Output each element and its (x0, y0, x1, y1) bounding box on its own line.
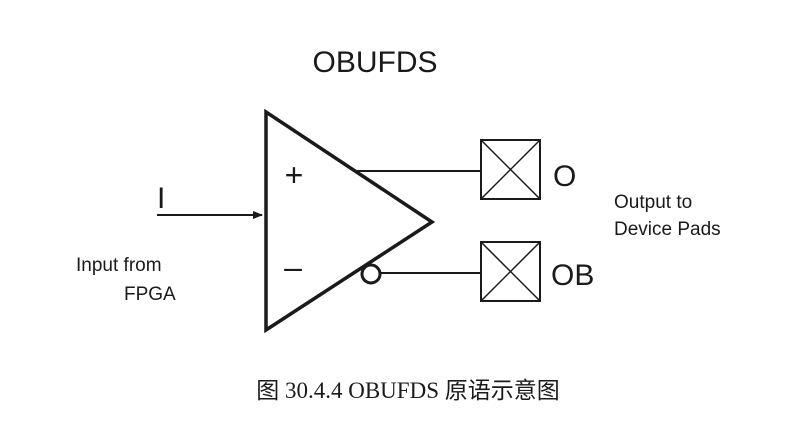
minus-sign: – (284, 249, 302, 285)
ob-pad-icon (480, 241, 541, 302)
output-description-line1: Output to (614, 192, 692, 213)
input-pin-label: I (157, 182, 165, 215)
diagram-title: OBUFDS (312, 46, 437, 79)
figure-caption: 图 30.4.4 OBUFDS 原语示意图 (256, 378, 560, 403)
ob-pad-label: OB (551, 259, 594, 292)
differential-buffer-triangle (264, 108, 436, 334)
plus-sign: + (285, 157, 304, 193)
output-description-line2: Device Pads (614, 219, 721, 240)
input-description-line2: FPGA (124, 284, 176, 305)
inversion-bubble-icon (360, 263, 382, 285)
o-pad-icon (480, 139, 541, 200)
input-description-line1: Input from (76, 255, 162, 276)
o-pad-label: O (553, 160, 576, 193)
